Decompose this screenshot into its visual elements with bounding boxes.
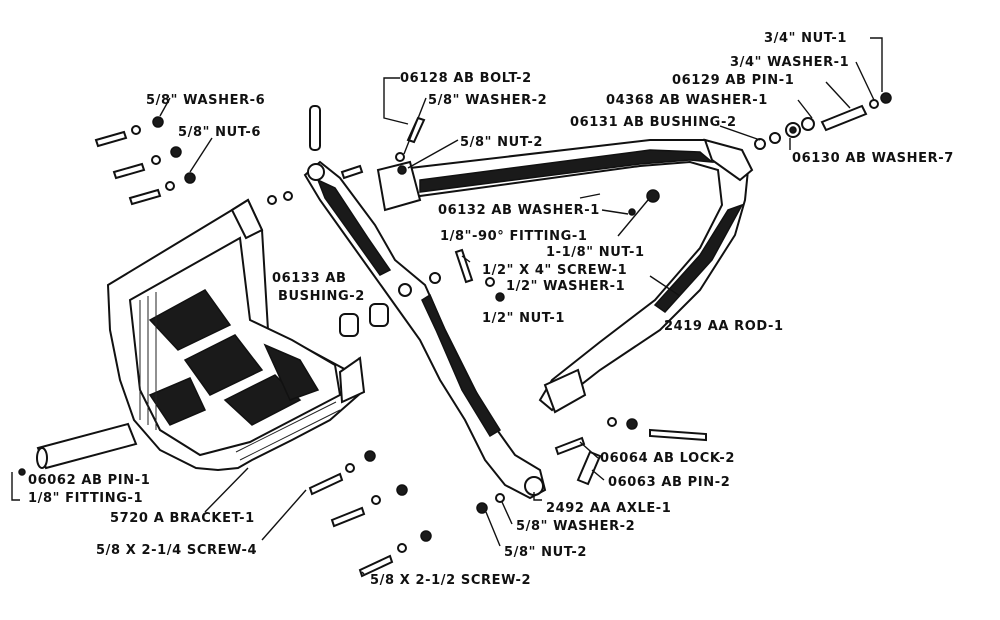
label-lock-06064: 06064 AB LOCK-2	[600, 451, 735, 466]
label-screw-58x212: 5/8 X 2-1/2 SCREW-2	[370, 573, 531, 588]
label-nut-12: 1/2" NUT-1	[482, 311, 565, 326]
label-fitting-18: 1/8" FITTING-1	[28, 491, 143, 506]
label-washer-58-bottom: 5/8" WASHER-2	[516, 519, 635, 534]
label-washer-06130: 06130 AB WASHER-7	[792, 151, 954, 166]
label-bushing-06133-line2: BUSHING-2	[278, 289, 365, 304]
label-pin-06063: 06063 AB PIN-2	[608, 475, 730, 490]
axle-beam-part	[303, 105, 547, 500]
label-axle-2492: 2492 AA AXLE-1	[546, 501, 671, 516]
pin-06129-part	[820, 104, 868, 132]
label-rod-2419: 2419 AA ROD-1	[664, 319, 784, 334]
label-washer-58-top: 5/8" WASHER-2	[428, 93, 547, 108]
label-nut-58-bottom: 5/8" NUT-2	[504, 545, 587, 560]
label-washer-04368: 04368 AB WASHER-1	[606, 93, 768, 108]
label-washer-12: 1/2" WASHER-1	[506, 279, 625, 294]
label-nut-58-six: 5/8" NUT-6	[178, 125, 261, 140]
leader-lines	[11, 37, 883, 575]
hardware-nuts-washers	[131, 92, 892, 553]
label-bolt-06128: 06128 AB BOLT-2	[400, 71, 532, 86]
label-nut-34: 3/4" NUT-1	[764, 31, 847, 46]
pin-06062-part	[18, 422, 138, 476]
label-washer-58-six: 5/8" WASHER-6	[146, 93, 265, 108]
hardware-bolts	[94, 116, 707, 578]
pin-06063-part	[576, 450, 602, 486]
rod-part	[376, 138, 754, 414]
label-nut-118: 1-1/8" NUT-1	[546, 245, 645, 260]
label-bracket-5720: 5720 A BRACKET-1	[110, 511, 255, 526]
label-bushing-06131: 06131 AB BUSHING-2	[570, 115, 737, 130]
label-fitting-90: 1/8"-90° FITTING-1	[440, 229, 588, 244]
label-washer-06132: 06132 AB WASHER-1	[438, 203, 600, 218]
label-washer-34: 3/4" WASHER-1	[730, 55, 849, 70]
bracket-part	[106, 198, 366, 472]
part-labels: 3/4" NUT-1 3/4" WASHER-1 06129 AB PIN-1 …	[28, 31, 954, 588]
label-nut-58-top: 5/8" NUT-2	[460, 135, 543, 150]
bushings-06133	[339, 303, 389, 337]
label-pin-06062: 06062 AB PIN-1	[28, 473, 150, 488]
label-pin-06129: 06129 AB PIN-1	[672, 73, 794, 88]
label-bushing-06133-line1: 06133 AB	[272, 271, 347, 286]
label-screw-58x214: 5/8 X 2-1/4 SCREW-4	[96, 543, 257, 558]
label-screw-12x4: 1/2" X 4" SCREW-1	[482, 263, 627, 278]
